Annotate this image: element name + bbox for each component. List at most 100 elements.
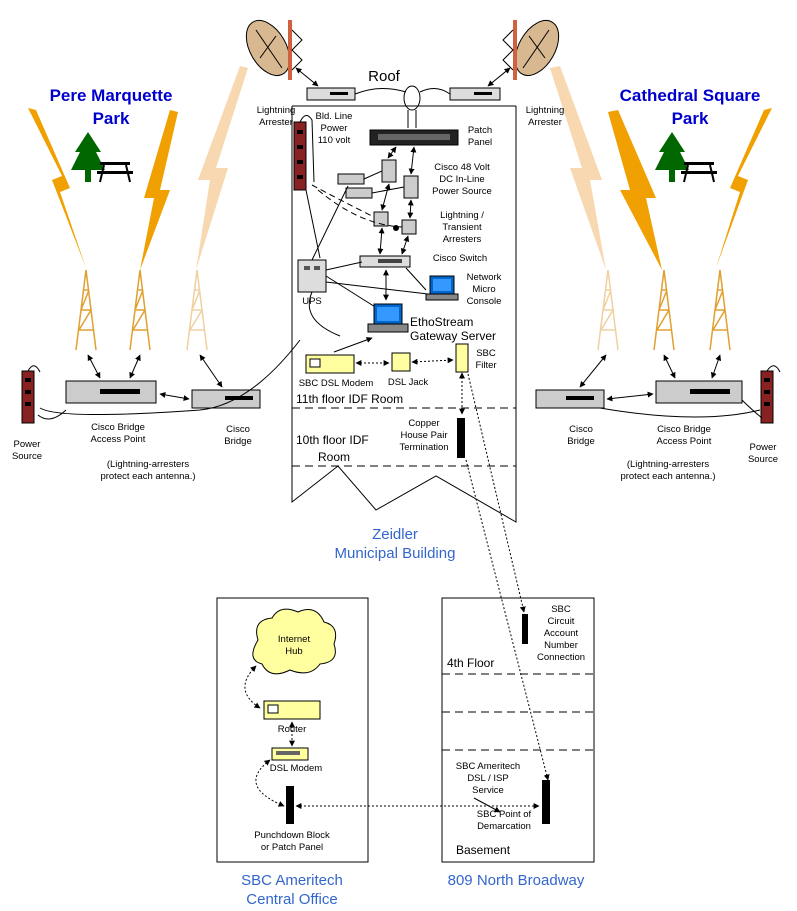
left-power-source-label-1: Power [14, 439, 41, 450]
sbc-point-of-demarcation [542, 780, 550, 824]
broadway-caption: 809 North Broadway [448, 872, 585, 889]
punchdown-label-2: or Patch Panel [261, 842, 323, 853]
right-bridge-label-1: Cisco [569, 424, 593, 435]
ethostream-gateway-server-icon [367, 303, 409, 333]
transient-arresters-label-3: Arresters [443, 234, 482, 245]
lightning-arrester-left-label-2: Arrester [259, 117, 293, 128]
zeidler-building-outline [291, 106, 517, 523]
tower-icon [653, 269, 675, 351]
floor-11-label: 11th floor IDF Room [296, 392, 403, 406]
basement-label: Basement [456, 843, 511, 857]
left-picnic-table-icon [97, 162, 133, 183]
punchdown-label-1: Punchdown Block [254, 830, 330, 841]
right-bridge-ap-label-1: Cisco Bridge [657, 424, 711, 435]
transient-arresters-label-2: Transient [442, 222, 482, 233]
circuit-label-2: Circuit [548, 616, 575, 627]
circuit-label-5: Connection [537, 652, 585, 663]
cisco-48-volt-label-2: DC In-Line [439, 174, 484, 185]
service-label-3: Service [472, 785, 504, 796]
right-park-title-1: Cathedral Square [620, 86, 761, 105]
right-tree-icon [655, 132, 689, 182]
tower-icon [709, 269, 731, 351]
patch-panel-label-1: Patch [468, 125, 492, 136]
sbc-filter [455, 343, 469, 373]
circuit-label-1: SBC [551, 604, 571, 615]
dc-power-box-2 [403, 175, 419, 199]
left-tree-icon [71, 132, 105, 182]
circuit-label-4: Number [544, 640, 578, 651]
central-office-box [216, 597, 369, 863]
right-bridge-ap-label-2: Access Point [657, 436, 712, 447]
left-power-source-icon [21, 365, 41, 424]
dsl-jack [391, 352, 411, 372]
right-power-source-label-1: Power [750, 442, 777, 453]
punchdown-block [286, 786, 294, 824]
tower-icon [186, 269, 208, 351]
left-bridge-label-1: Cisco [226, 424, 250, 435]
bld-line-power-label-3: 110 volt [318, 135, 351, 146]
right-power-source-icon [760, 365, 781, 424]
building-power-strip-icon [293, 115, 315, 191]
lightning-arrester-right-label-2: Arrester [528, 117, 562, 128]
lightning-bolt-icon [140, 110, 178, 270]
micro-console-label-2: Micro [472, 284, 495, 295]
floor-10-label-2: Room [318, 450, 350, 464]
zeidler-caption-1: Zeidler [372, 526, 418, 543]
internet-hub-cloud-icon [252, 608, 337, 675]
sbc-circuit-connection [522, 614, 528, 644]
left-satellite-dish-icon [245, 20, 303, 80]
sbc-filter-label-1: SBC [476, 348, 496, 359]
cisco-48-volt-label-1: Cisco 48 Volt [434, 162, 490, 173]
left-park-title-1: Pere Marquette [50, 86, 173, 105]
lightning-bolt-icon [196, 66, 248, 270]
ups-unit [297, 259, 327, 293]
left-bridge-ap-label-1: Cisco Bridge [91, 422, 145, 433]
demarc-label-2: Demarcation [477, 821, 531, 832]
lightning-bolt-icon [608, 110, 662, 270]
dc-power-block-1 [337, 173, 365, 185]
left-bridge-ap-label-2: Access Point [91, 434, 146, 445]
tower-icon [75, 269, 97, 351]
gateway-label-1: EthoStream [410, 315, 473, 329]
router-label: Router [278, 724, 307, 735]
service-label-1: SBC Ameritech [456, 761, 520, 772]
dc-power-box-1 [381, 159, 397, 183]
right-note-1: (Lightning-arresters [627, 459, 710, 470]
copper-house-pair-termination [457, 418, 465, 458]
internet-hub-label-1: Internet [278, 634, 311, 645]
demarc-label-1: SBC Point of [477, 809, 532, 820]
floor-4-label: 4th Floor [447, 656, 494, 670]
left-note-1: (Lightning-arresters [107, 459, 190, 470]
ups-label: UPS [302, 296, 322, 307]
transient-arrester-2 [401, 219, 417, 235]
lightning-bolt-icon [550, 66, 606, 270]
internet-hub-label-2: Hub [285, 646, 302, 657]
zeidler-caption-2: Municipal Building [335, 545, 456, 562]
transient-arrester-1 [373, 211, 389, 227]
lightning-bolt-icon [716, 108, 772, 268]
circuit-label-3: Account [544, 628, 579, 639]
transient-arresters-label-1: Lightning / [440, 210, 484, 221]
gateway-label-2: Gateway Server [410, 329, 496, 343]
right-bridge-label-2: Bridge [567, 436, 594, 447]
bld-line-power-label-2: Power [321, 123, 348, 134]
micro-console-label-3: Console [467, 296, 502, 307]
tower-icon [129, 269, 151, 351]
cisco-switch-label: Cisco Switch [433, 253, 487, 264]
patch-panel-label-2: Panel [468, 137, 492, 148]
floor-10-label-1: 10th floor IDF [296, 433, 369, 447]
right-park-title-2: Park [672, 109, 709, 128]
lightning-arrester-left-label-1: Lightning [257, 105, 296, 116]
right-note-2: protect each antenna.) [620, 471, 715, 482]
left-note-2: protect each antenna.) [100, 471, 195, 482]
central-office-caption-1: SBC Ameritech [241, 872, 343, 889]
right-satellite-dish-icon [502, 20, 560, 80]
cisco-48-volt-label-3: Power Source [432, 186, 492, 197]
left-bridge-label-2: Bridge [224, 436, 251, 447]
network-micro-console-icon [425, 275, 459, 301]
central-office-caption-2: Central Office [246, 891, 337, 908]
dsl-jack-label: DSL Jack [388, 377, 429, 388]
service-label-2: DSL / ISP [467, 773, 508, 784]
roof-label: Roof [368, 68, 401, 85]
